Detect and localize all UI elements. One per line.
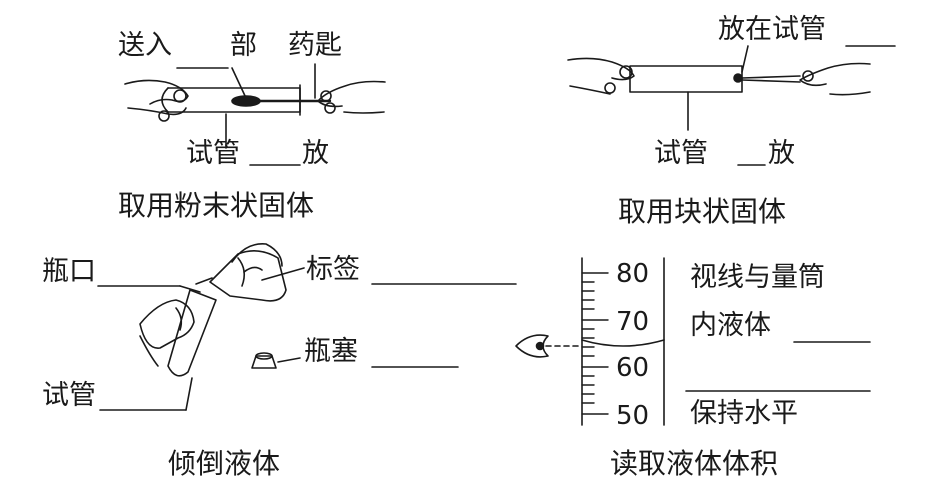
read-sight-line-1: 视线与量筒	[690, 262, 825, 293]
pour-stopper-label: 瓶塞	[304, 336, 358, 367]
pour-tube-label: 试管	[42, 380, 96, 411]
block-caption: 取用块状固体	[618, 195, 787, 228]
scale-70: 70	[616, 307, 650, 337]
cylinder-illustration	[515, 257, 871, 426]
powder-tube-label: 试管	[186, 138, 240, 169]
powder-send-suffix: 部	[230, 30, 257, 61]
read-sight-line-2: 内液体	[690, 310, 771, 341]
powder-caption: 取用粉末状固体	[118, 189, 315, 222]
pour-caption: 倾倒液体	[168, 447, 281, 480]
powder-send-label: 送入	[118, 30, 172, 61]
powder-illustration	[124, 63, 386, 166]
block-tube-label: 试管	[654, 138, 708, 169]
block-tube-suffix: 放	[768, 138, 795, 169]
block-illustration	[567, 45, 896, 166]
powder-tube-suffix: 放	[302, 138, 329, 169]
pour-mouth-label: 瓶口	[42, 256, 96, 287]
scale-50: 50	[616, 401, 650, 431]
block-place-label: 放在试管	[718, 14, 826, 45]
scale-60: 60	[616, 353, 650, 383]
scale-80: 80	[616, 259, 650, 289]
read-caption: 读取液体体积	[610, 447, 779, 480]
pour-tag-label: 标签	[306, 254, 360, 285]
powder-spoon-label: 药匙	[288, 30, 342, 61]
read-keep-level: 保持水平	[690, 398, 798, 429]
pour-illustration	[97, 243, 517, 411]
